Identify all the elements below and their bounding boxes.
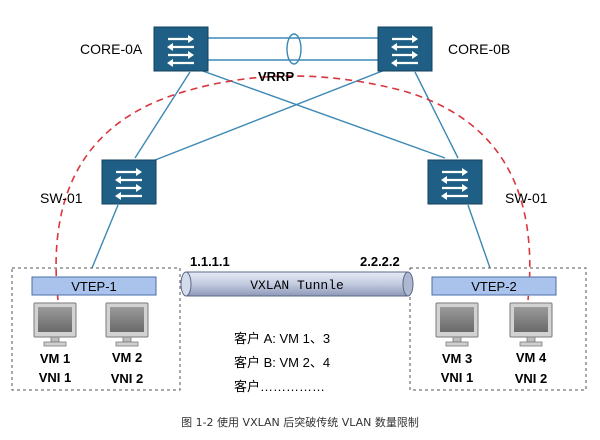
link-core-b-sw-left — [149, 69, 386, 163]
vm1-computer-icon — [33, 302, 77, 347]
link-core-a-sw-right — [199, 69, 446, 159]
link-lines — [91, 37, 491, 269]
vm4-computer-icon — [509, 302, 553, 347]
vtep-left-title: VTEP-1 — [71, 279, 117, 294]
sw-left-switch-icon — [100, 158, 158, 206]
vm2-vni: VNI 2 — [111, 371, 144, 386]
vrrp-label: VRRP — [258, 69, 294, 84]
vtep-right-header — [431, 276, 557, 296]
link-core-a-sw-left — [134, 71, 191, 159]
vtep-left-header — [31, 276, 157, 296]
customer-more-text: 客户…………… — [234, 379, 325, 394]
vm3-vni: VNI 1 — [441, 370, 474, 385]
vm4-vni: VNI 2 — [515, 371, 548, 386]
tunnel-label: VXLAN Tunnle — [250, 278, 344, 293]
core-b-switch-icon — [376, 25, 434, 73]
sw-right-label: SW-01 — [505, 190, 548, 206]
vm3-name: VM 3 — [442, 351, 472, 366]
vm1-name: VM 1 — [40, 351, 70, 366]
vm2-computer-icon — [105, 302, 149, 347]
vtep-right-box — [409, 267, 587, 391]
dashed-arc — [55, 75, 531, 301]
vtep-left-box — [11, 267, 181, 391]
sw-left-label: SW-01 — [40, 190, 83, 206]
link-sw-right-vtep — [467, 204, 491, 269]
core-a-label: CORE-0A — [80, 41, 143, 57]
vxlan-tunnel — [180, 271, 414, 297]
vm4-name: VM 4 — [516, 350, 547, 365]
figure-caption: 图 1-2 使用 VXLAN 后突破传统 VLAN 数量限制 — [181, 416, 419, 429]
vm1-vni: VNI 1 — [39, 370, 72, 385]
vm3-computer-icon — [435, 302, 479, 347]
link-core-b-sw-right — [414, 71, 459, 159]
link-sw-left-vtep — [91, 204, 119, 269]
sw-right-switch-icon — [426, 158, 484, 206]
core-b-label: CORE-0B — [448, 41, 510, 57]
vrrp-loop — [286, 33, 302, 65]
vm2-name: VM 2 — [112, 350, 142, 365]
core-a-switch-icon — [152, 25, 210, 73]
customer-a-text: 客户 A: VM 1、3 — [234, 331, 330, 346]
customer-b-text: 客户 B: VM 2、4 — [234, 355, 330, 370]
ip-left: 1.1.1.1 — [190, 254, 230, 269]
ip-right: 2.2.2.2 — [360, 254, 400, 269]
vtep-right-title: VTEP-2 — [471, 279, 517, 294]
